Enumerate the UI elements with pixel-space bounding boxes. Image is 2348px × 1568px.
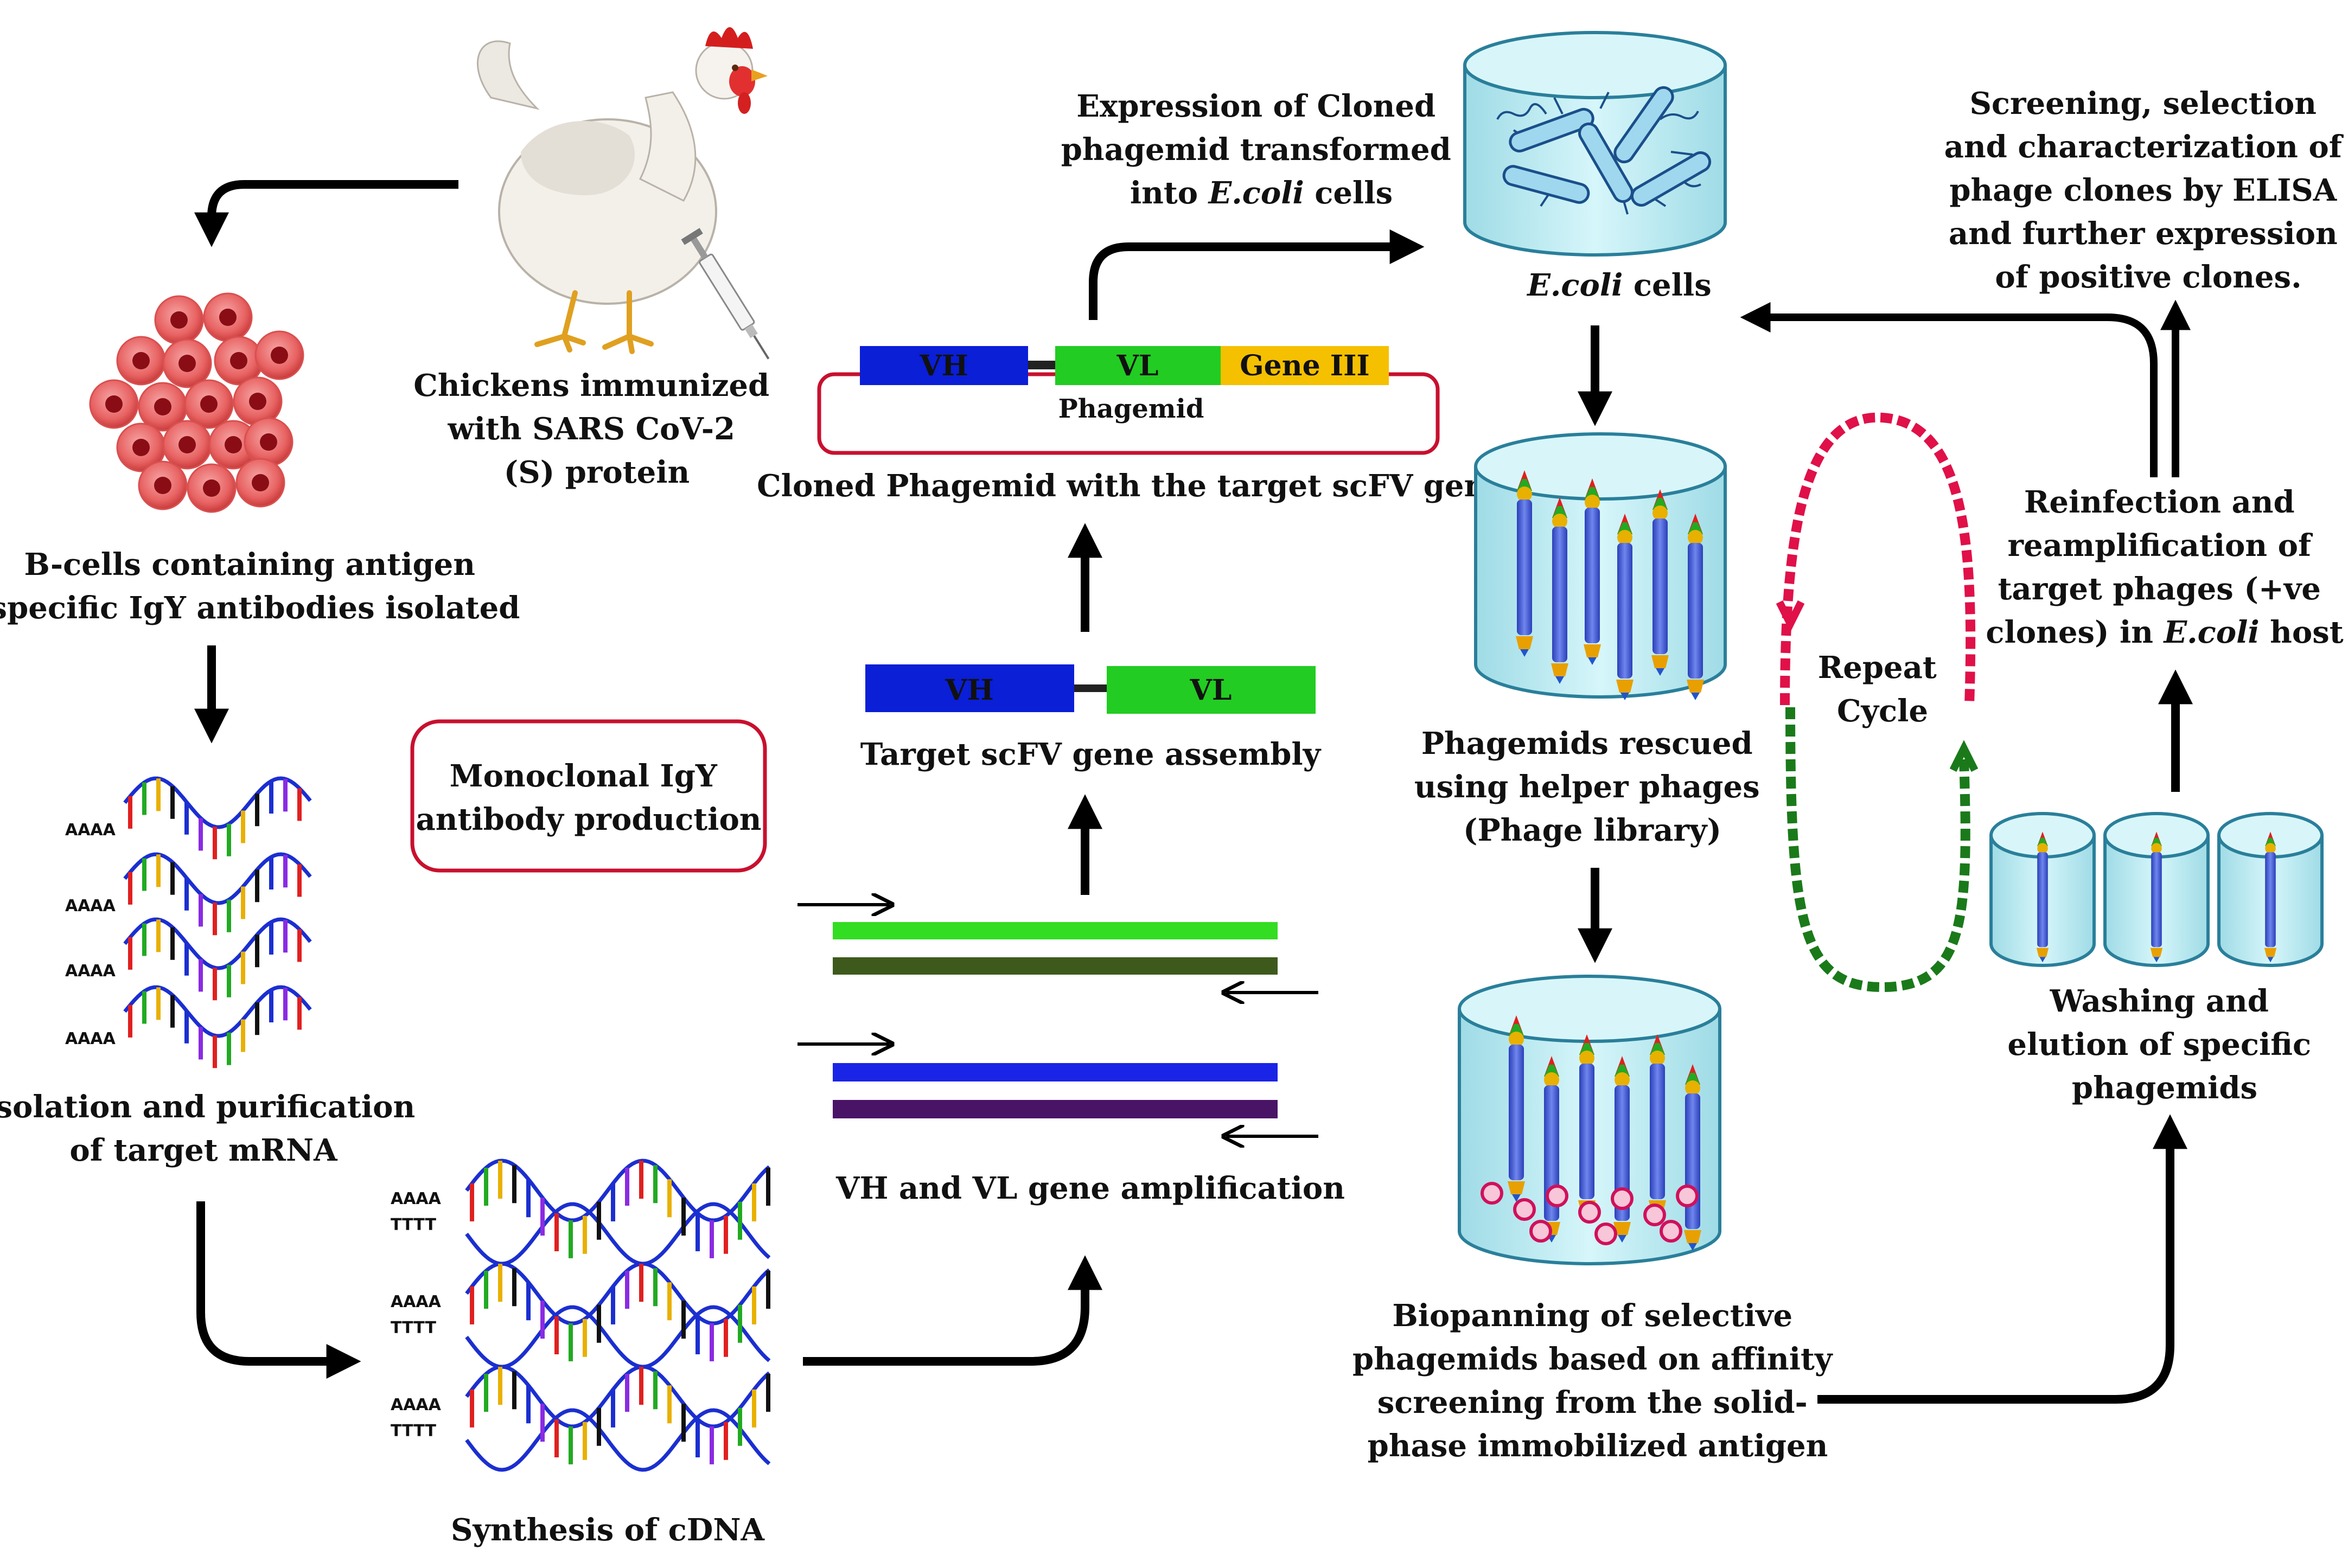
vl-forward-strand bbox=[833, 922, 1278, 939]
phagemid-vl-label: VL bbox=[1116, 349, 1159, 382]
strand-backbone bbox=[465, 1262, 771, 1326]
chicken-label: Chickens immunized with SARS CoV-2 (S) p… bbox=[413, 368, 780, 490]
arrow-phagemid-to-ecoli bbox=[1089, 229, 1425, 320]
strand-backbone bbox=[465, 1202, 771, 1266]
arrow-chicken-to-bcells bbox=[194, 180, 458, 247]
scfv-vh-block bbox=[865, 664, 1074, 712]
arrow-mrna-to-cdna bbox=[196, 1201, 361, 1379]
phagemid-vl-segment bbox=[1055, 346, 1221, 385]
arrow-reinfection-to-ecoli bbox=[1740, 302, 2158, 477]
svg-text:AAAA: AAAA bbox=[391, 1396, 442, 1415]
strand-backbone bbox=[465, 1159, 771, 1223]
well-2 bbox=[2103, 812, 2210, 967]
mrna-strands bbox=[123, 776, 312, 1068]
screening-label: Screening, selection and characterizatio… bbox=[1944, 86, 2348, 295]
phagemid-linker bbox=[1028, 361, 1055, 369]
amplification-label: VH and VL gene amplification bbox=[835, 1170, 1345, 1206]
svg-text:TTTT: TTTT bbox=[391, 1215, 436, 1234]
pcr-amplification bbox=[797, 905, 1318, 1136]
scfv-vl-block bbox=[1107, 666, 1316, 714]
polya-tails: AAAA AAAA AAAA AAAA bbox=[65, 821, 116, 1048]
scfv-linker bbox=[1074, 684, 1107, 692]
bcells-label: B-cells containing antigen specific IgY … bbox=[0, 547, 520, 626]
repeat-cycle: Repeat Cycle bbox=[1776, 412, 1979, 993]
scfv-vh-label: VH bbox=[945, 674, 993, 707]
arrow-biopanning-to-washing bbox=[1817, 1114, 2187, 1404]
immobilized-antigen bbox=[1481, 1182, 1699, 1245]
strand-backbone bbox=[123, 776, 312, 829]
strand-backbone bbox=[123, 917, 312, 970]
biopanning-container bbox=[1458, 975, 1721, 1265]
syringe-icon bbox=[681, 228, 770, 360]
svg-text:TTTT: TTTT bbox=[391, 1422, 436, 1441]
cdna-label: Synthesis of cDNA bbox=[451, 1512, 765, 1548]
well-1 bbox=[1989, 812, 2096, 967]
monoclonal-box bbox=[410, 719, 767, 873]
vl-reverse-strand bbox=[833, 957, 1278, 975]
cdna-strands bbox=[465, 1159, 771, 1472]
expression-label: Expression of Cloned phagemid transforme… bbox=[1061, 88, 1462, 211]
assembly-label: Target scFV gene assembly bbox=[860, 737, 1322, 772]
biopanning-label: Biopanning of selective phagemids based … bbox=[1352, 1298, 1843, 1464]
well-3 bbox=[2217, 812, 2324, 967]
cdna-tails: AAAA TTTT AAAA TTTT AAAA TTTT bbox=[391, 1189, 442, 1441]
repeat-cycle-label: Repeat Cycle bbox=[1818, 650, 1948, 729]
strand-backbone bbox=[465, 1305, 771, 1369]
phagemid-gene3-segment bbox=[1221, 346, 1389, 385]
strand-backbone bbox=[465, 1365, 771, 1429]
chicken-illustration bbox=[477, 27, 770, 360]
mrna-label: Isolation and purification of target mRN… bbox=[0, 1089, 426, 1168]
monoclonal-label: Monoclonal IgY antibody production bbox=[416, 758, 761, 837]
vh-reverse-strand bbox=[833, 1100, 1278, 1118]
reinfection-label: Reinfection and reamplification of targe… bbox=[1986, 484, 2343, 650]
svg-text:AAAA: AAAA bbox=[391, 1189, 442, 1208]
svg-text:AAAA: AAAA bbox=[65, 821, 116, 840]
svg-text:AAAA: AAAA bbox=[391, 1292, 442, 1311]
phagemid-vh-label: VH bbox=[919, 349, 968, 382]
ecoli-container bbox=[1463, 31, 1727, 257]
scfv-vl-label: VL bbox=[1190, 674, 1232, 707]
strand-backbone bbox=[465, 1408, 771, 1472]
arrow-cdna-to-amplification bbox=[803, 1255, 1102, 1366]
vh-forward-strand bbox=[833, 1063, 1278, 1081]
svg-text:AAAA: AAAA bbox=[65, 897, 116, 916]
ecoli-label: E.coli cells bbox=[1526, 267, 1711, 303]
strand-backbone bbox=[123, 985, 312, 1038]
phagemid-vh-segment bbox=[860, 346, 1028, 385]
washing-label: Washing and elution of specific phagemid… bbox=[2007, 983, 2321, 1106]
svg-text:AAAA: AAAA bbox=[65, 1029, 116, 1048]
cloned-label: Cloned Phagemid with the target scFV gen… bbox=[757, 468, 1505, 504]
phagemid-name: Phagemid bbox=[1058, 394, 1204, 424]
bcell-cluster bbox=[89, 292, 304, 513]
phagemid-gene3-label: Gene III bbox=[1240, 349, 1369, 382]
rescued-label: Phagemids rescued using helper phages (P… bbox=[1414, 726, 1770, 848]
phagemid-plasmid: VH VL Gene III Phagemid bbox=[817, 346, 1440, 455]
phage-library-container bbox=[1474, 432, 1727, 700]
washing-wells bbox=[1989, 812, 2324, 967]
svg-text:AAAA: AAAA bbox=[65, 962, 116, 981]
scfv-assembly: VH VL bbox=[865, 664, 1316, 714]
svg-text:TTTT: TTTT bbox=[391, 1319, 436, 1337]
strand-backbone bbox=[123, 852, 312, 905]
